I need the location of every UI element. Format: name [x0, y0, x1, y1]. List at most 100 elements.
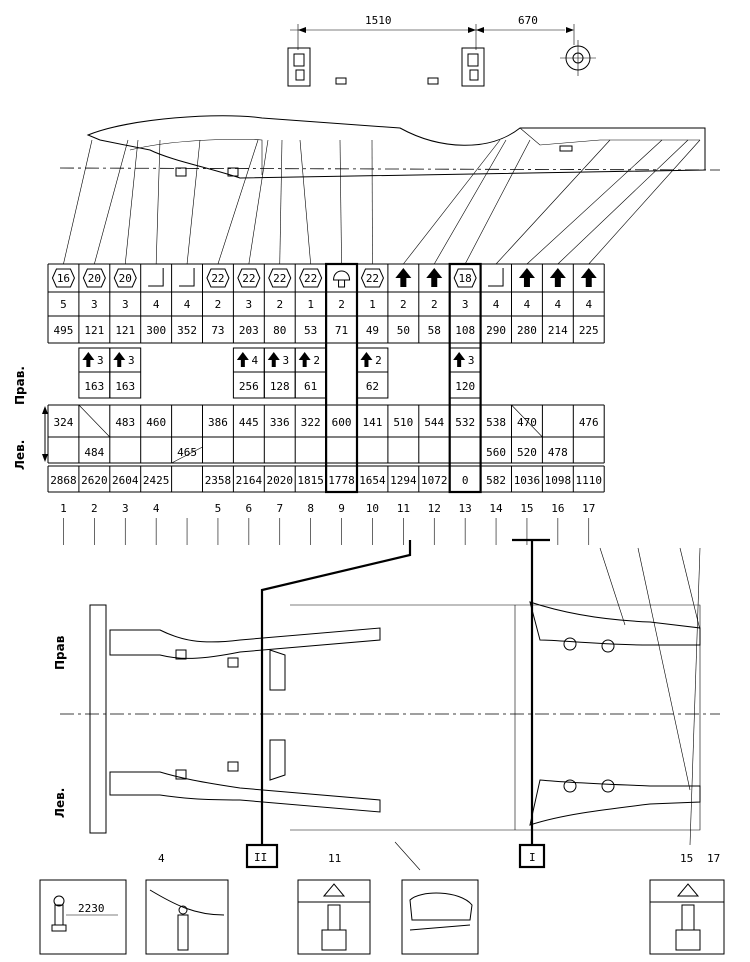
detail-box-4 [394, 841, 479, 955]
qty-cell: 4 [555, 298, 562, 311]
symbol-10-hex: 22 [360, 268, 384, 288]
sub-qty-cell: 3 [128, 354, 135, 367]
symbol-number: 20 [88, 272, 101, 285]
code-cell: 80 [273, 324, 286, 337]
symbol-1-hex: 16 [51, 268, 75, 288]
code-cell: 50 [397, 324, 410, 337]
symbol-number: 16 [57, 272, 70, 285]
distance-cell: 0 [462, 474, 469, 487]
column-number: 10 [366, 502, 379, 515]
sub-qty-cell: 2 [375, 354, 382, 367]
callout-17: 17 [707, 852, 720, 865]
right-cell: 322 [301, 416, 321, 429]
distance-cell: 582 [486, 474, 506, 487]
code-cell: 300 [146, 324, 166, 337]
distance-cell: 1098 [545, 474, 572, 487]
sub-qty-cell: 2 [313, 354, 320, 367]
sub-qty-cell: 3 [282, 354, 289, 367]
column-number: 15 [520, 502, 533, 515]
qty-cell: 4 [153, 298, 160, 311]
right-cell: 386 [208, 416, 228, 429]
code-cell: 121 [115, 324, 135, 337]
right-cell: 324 [54, 416, 74, 429]
svg-text:I: I [529, 851, 536, 864]
detail-box-3 [297, 879, 371, 955]
symbol-11-arrow [395, 268, 412, 287]
right-cell: 483 [115, 416, 135, 429]
column-number: 14 [489, 502, 503, 515]
symbol-12-arrow [426, 268, 443, 287]
distance-cell: 1036 [514, 474, 541, 487]
symbol-number: 18 [459, 272, 472, 285]
callout-11: 11 [328, 852, 341, 865]
sub-cell: 256 [239, 380, 259, 393]
distance-cell: 2425 [143, 474, 170, 487]
right-cell: 510 [393, 416, 413, 429]
symbol-number: 22 [366, 272, 379, 285]
qty-cell: 2 [431, 298, 438, 311]
left-cell: 484 [84, 446, 104, 459]
symbol-number: 22 [242, 272, 255, 285]
code-cell: 58 [428, 324, 441, 337]
frame-plan-view: Прав Лев. [53, 538, 720, 846]
qty-cell: 2 [400, 298, 407, 311]
left-cell: 560 [486, 446, 506, 459]
code-cell: 108 [455, 324, 475, 337]
code-cell: 121 [84, 324, 104, 337]
left-cell: 520 [517, 446, 537, 459]
detail-box-2 [145, 879, 229, 955]
side-label-left: Лев. [13, 440, 27, 470]
qty-cell: 3 [462, 298, 469, 311]
detail-box-1: 2230 [39, 879, 127, 955]
code-cell: 49 [366, 324, 379, 337]
code-cell: 225 [579, 324, 599, 337]
bottom-leader-lines [63, 518, 590, 545]
sub-cell: 61 [304, 380, 317, 393]
qty-cell: 2 [338, 298, 345, 311]
dim-670: 670 [518, 14, 538, 27]
sub-cell: 62 [366, 380, 379, 393]
qty-cell: 5 [60, 298, 67, 311]
mount-bracket-right [461, 47, 485, 87]
qty-cell: 2 [215, 298, 222, 311]
symbol-13-hex: 18 [453, 268, 477, 288]
qty-cell: 3 [122, 298, 129, 311]
column-number: 7 [276, 502, 283, 515]
symbol-14-bracket [488, 268, 504, 287]
detail-box-5 [649, 879, 725, 955]
qty-cell: 4 [585, 298, 592, 311]
column-number: 17 [582, 502, 595, 515]
column-number: 3 [122, 502, 129, 515]
distance-cell: 1072 [421, 474, 448, 487]
distance-cell: 2164 [236, 474, 263, 487]
measurement-table: 1654953242868120312131634842620220312131… [42, 262, 605, 515]
column-number: 1 [60, 502, 67, 515]
right-cell: 445 [239, 416, 259, 429]
column-number: 4 [153, 502, 160, 515]
top-dimension-block: 1510 670 [287, 14, 596, 87]
qty-cell: 1 [307, 298, 314, 311]
detail-dim-2230: 2230 [78, 902, 105, 915]
column-number: 2 [91, 502, 98, 515]
sub-qty-cell: 4 [252, 354, 259, 367]
symbol-x-bracket [179, 268, 195, 287]
right-cell: 600 [332, 416, 352, 429]
sub-qty-cell: 3 [468, 354, 475, 367]
callout-15: 15 [680, 852, 693, 865]
left-cell: 465 [177, 446, 197, 459]
svg-text:II: II [254, 851, 267, 864]
symbol-6-hex: 22 [237, 268, 261, 288]
qty-cell: 1 [369, 298, 376, 311]
qty-cell: 2 [276, 298, 283, 311]
right-cell: 336 [270, 416, 290, 429]
distance-cell: 2868 [50, 474, 77, 487]
symbol-number: 22 [304, 272, 317, 285]
ref-marker-ii: II [245, 843, 279, 869]
column-number: 11 [397, 502, 410, 515]
code-cell: 352 [177, 324, 197, 337]
sub-cell: 120 [455, 380, 475, 393]
symbol-number: 22 [211, 272, 224, 285]
side-label-right: Прав. [13, 366, 27, 405]
distance-cell: 1110 [576, 474, 603, 487]
distance-cell: 2358 [205, 474, 232, 487]
